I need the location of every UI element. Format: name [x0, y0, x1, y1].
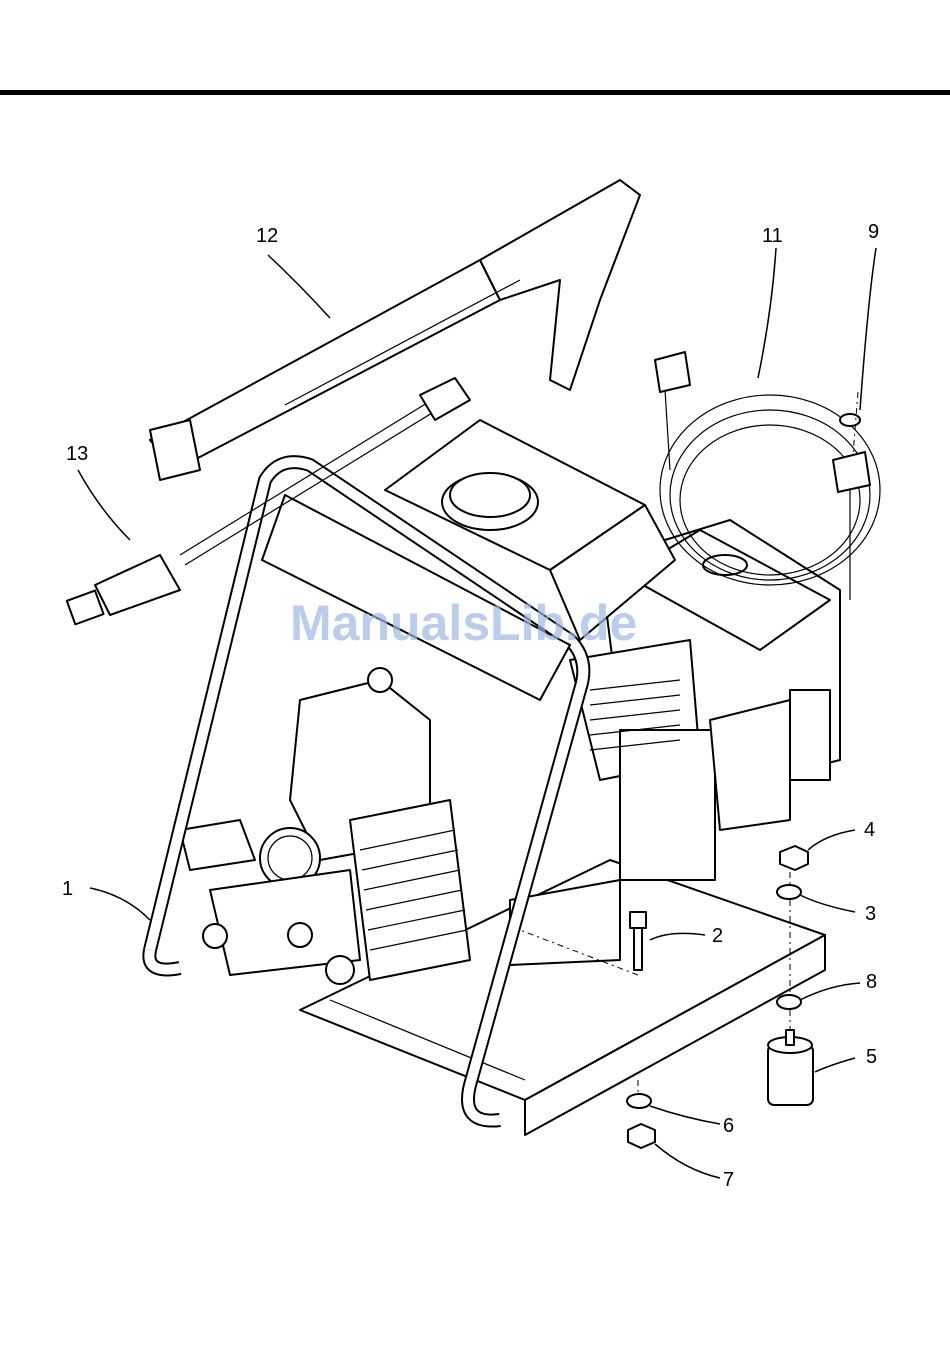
callout-7: 7	[723, 1169, 734, 1191]
callout-1: 1	[62, 878, 73, 900]
spray-gun	[150, 180, 640, 480]
callout-2: 2	[712, 925, 723, 947]
watermark: ManualsLib.de	[290, 595, 637, 651]
callout-6: 6	[723, 1115, 734, 1137]
callout-12: 12	[256, 225, 278, 247]
callout-11: 11	[762, 225, 783, 247]
callout-3: 3	[865, 903, 876, 925]
rubber-foot	[768, 1030, 813, 1105]
o-ring	[840, 414, 860, 426]
pump-assembly	[180, 668, 470, 984]
washer-8	[777, 995, 801, 1009]
callout-5: 5	[866, 1046, 877, 1068]
callout-9: 9	[868, 221, 879, 243]
callout-13: 13	[66, 443, 88, 465]
nut-4	[780, 846, 808, 870]
callout-8: 8	[866, 971, 877, 993]
washer-3	[777, 885, 801, 899]
nut-7	[628, 1124, 655, 1148]
washer-6	[627, 1094, 651, 1108]
callout-4: 4	[864, 819, 875, 841]
